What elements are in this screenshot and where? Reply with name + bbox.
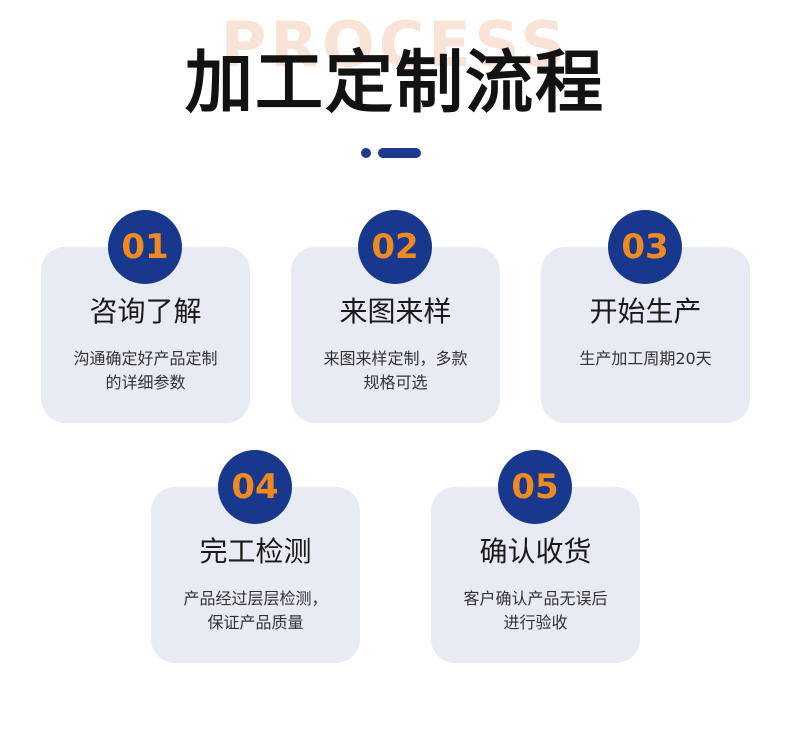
step-description: 沟通确定好产品定制 的详细参数 (55, 347, 236, 395)
step-title: 完工检测 (199, 535, 312, 568)
step-description-line: 产品经过层层检测， (183, 589, 328, 608)
step-number-badge-04: 04 (218, 450, 292, 524)
step-description-line: 来图来样定制，多款 (323, 349, 468, 368)
step-description-line: 生产加工周期20天 (579, 349, 712, 368)
watermark-text: PROCESS (220, 8, 570, 81)
step-description-line: 保证产品质量 (207, 613, 304, 632)
step-title: 咨询了解 (89, 295, 202, 328)
step-number-badge-03: 03 (608, 210, 682, 284)
divider-dot (361, 148, 371, 158)
step-number-badge-05: 05 (498, 450, 572, 524)
step-description-line: 客户确认产品无误后 (463, 589, 608, 608)
step-number-badge-02: 02 (358, 210, 432, 284)
page-title: 加工定制流程 (184, 44, 605, 123)
step-description-line: 进行验收 (503, 613, 568, 632)
step-description: 客户确认产品无误后 进行验收 (445, 587, 626, 635)
step-description-line: 沟通确定好产品定制 (73, 349, 218, 368)
step-description-line: 的详细参数 (105, 373, 186, 392)
step-description: 产品经过层层检测， 保证产品质量 (165, 587, 346, 635)
step-description: 来图来样定制，多款 规格可选 (305, 347, 486, 395)
divider-bar (378, 148, 421, 158)
step-title: 开始生产 (589, 295, 702, 328)
step-title: 来图来样 (339, 295, 452, 328)
step-description: 生产加工周期20天 (555, 347, 736, 371)
title-divider (361, 148, 431, 158)
step-title: 确认收货 (479, 535, 592, 568)
step-description-line: 规格可选 (363, 373, 428, 392)
step-number-badge-01: 01 (108, 210, 182, 284)
